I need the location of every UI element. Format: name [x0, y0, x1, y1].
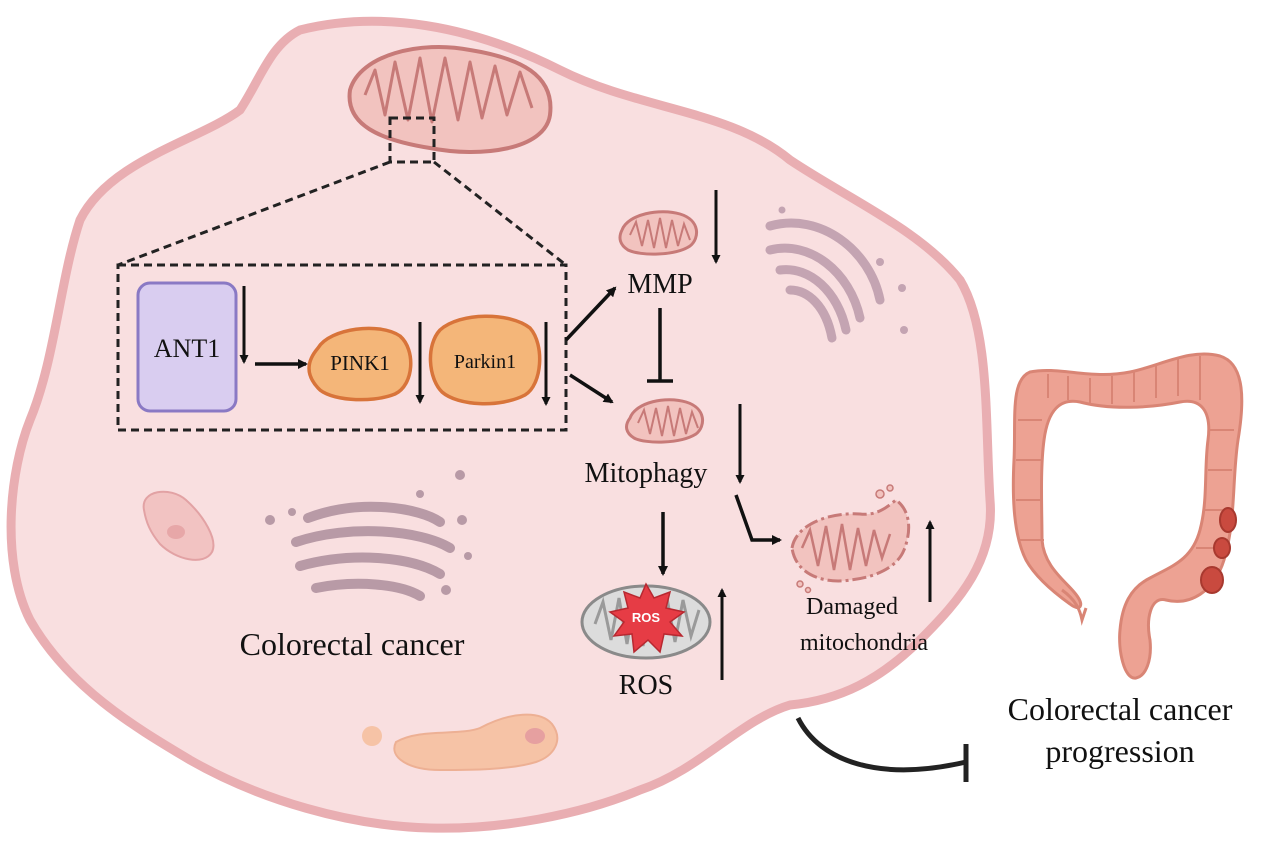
colon-illustration: [1011, 352, 1244, 680]
parkin1-to-mitophagy-arrow: [569, 373, 614, 404]
mmp-inhibits-mitophagy: [647, 308, 673, 383]
parkin1-to-mmp-arrow: [564, 286, 617, 342]
elongated-organelle: [362, 713, 559, 772]
ros-label: ROS: [619, 670, 673, 701]
pink1-label: PINK1: [330, 351, 390, 375]
golgi-apparatus-right: [765, 206, 908, 343]
mitochondrion-mitophagy: [625, 398, 705, 444]
parkin1-label: Parkin1: [454, 351, 516, 373]
ros-burst-icon: [608, 582, 686, 654]
progression-label-line1: Colorectal cancer: [1008, 691, 1233, 727]
damaged-mitochondrion: [790, 484, 911, 594]
parkin1-node: Parkin1: [428, 314, 542, 406]
mitochondrion-mmp: [618, 210, 699, 256]
progression-label-line2: progression: [1045, 733, 1194, 769]
cell-membrane: [6, 16, 995, 833]
ant1-label: ANT1: [154, 334, 220, 363]
cancer-inhibits-progression: [795, 716, 969, 782]
mitophagy-to-damaged-arrow: [734, 494, 782, 545]
golgi-apparatus-left: [265, 470, 472, 601]
vesicle-organelle: [142, 490, 215, 561]
mitochondrion-top: [347, 45, 553, 154]
ros-mitochondrion: ROS: [580, 582, 712, 660]
pink1-node: PINK1: [307, 326, 413, 402]
damaged-label-line1: Damaged: [806, 594, 898, 620]
mitophagy-label: Mitophagy: [585, 458, 708, 489]
ant1-node: ANT1: [136, 281, 238, 413]
zoom-callout: [116, 116, 568, 432]
cell-label: Colorectal cancer: [240, 626, 465, 662]
mmp-label: MMP: [627, 269, 692, 300]
damaged-label-line2: mitochondria: [800, 630, 928, 656]
ros-badge-label: ROS: [632, 610, 661, 625]
